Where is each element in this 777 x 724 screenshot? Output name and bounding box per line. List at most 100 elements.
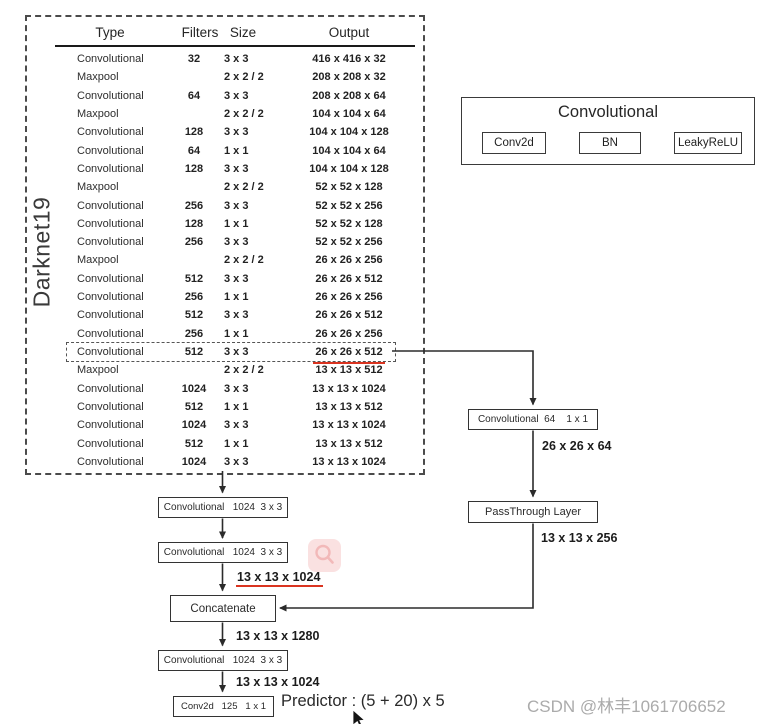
layer-type: Convolutional [77, 272, 144, 285]
layer-output: 26 x 26 x 512 [289, 343, 409, 365]
table-row: Convolutional 512 3 x 3 26 x 26 x 512 [27, 270, 423, 288]
legend-conv2d-box: Conv2d [482, 132, 546, 154]
layer-type: Convolutional [77, 236, 144, 249]
table-row: Convolutional 512 1 x 1 13 x 13 x 512 [27, 435, 423, 453]
table-row: Convolutional 256 1 x 1 26 x 26 x 256 [27, 288, 423, 306]
layer-output: 13 x 13 x 1024 [312, 455, 386, 468]
layer-type: Convolutional [77, 217, 144, 230]
darknet19-label: Darknet19 [28, 196, 55, 308]
dim-label-26x26x64: 26 x 26 x 64 [542, 439, 612, 453]
layer-filters: 512 [184, 346, 204, 358]
layer-filters: 64 [187, 144, 201, 157]
layer-size: 2 x 2 / 2 [224, 107, 264, 120]
layer-output: 104 x 104 x 128 [309, 162, 389, 175]
layer-output: 13 x 13 x 512 [315, 400, 383, 413]
passthrough-layer-box: PassThrough Layer [468, 501, 598, 523]
layer-type: Convolutional [77, 162, 144, 175]
table-row: Maxpool 2 x 2 / 2 208 x 208 x 32 [27, 68, 423, 86]
layer-output: 26 x 26 x 256 [315, 291, 383, 304]
conv-1024-3x3-box-1: Convolutional 1024 3 x 3 [158, 497, 288, 518]
layer-type: Convolutional [77, 419, 144, 432]
layer-output: 416 x 416 x 32 [312, 53, 386, 65]
layer-rows: Convolutional 32 3 x 3 416 x 416 x 32 Ma… [27, 50, 423, 471]
layer-size: 2 x 2 / 2 [224, 71, 264, 84]
table-row: Convolutional 256 1 x 1 26 x 26 x 256 [27, 325, 423, 343]
layer-type: Convolutional [77, 291, 144, 304]
layer-size: 1 x 1 [224, 327, 249, 340]
layer-output: 208 x 208 x 64 [312, 89, 386, 102]
layer-filters: 512 [184, 272, 204, 285]
table-row: Convolutional 64 3 x 3 208 x 208 x 64 [27, 87, 423, 105]
table-row: Convolutional 512 3 x 3 26 x 26 x 512 [27, 341, 423, 365]
layer-type: Convolutional [77, 53, 144, 65]
layer-size: 3 x 3 [224, 199, 249, 212]
convolutional-legend-box: Convolutional Conv2d BN LeakyReLU [461, 97, 755, 165]
layer-filters: 512 [184, 437, 204, 450]
layer-filters: 256 [184, 327, 204, 340]
table-row: Convolutional 1024 3 x 3 13 x 13 x 1024 [27, 453, 423, 471]
layer-filters: 1024 [181, 382, 207, 395]
layer-size: 3 x 3 [224, 126, 249, 139]
conv-1024-3x3-box-3: Convolutional 1024 3 x 3 [158, 650, 288, 671]
layer-filters [164, 361, 224, 379]
layer-type: Maxpool [77, 364, 119, 377]
layer-type: Convolutional [77, 346, 144, 358]
layer-type: Maxpool [77, 107, 119, 120]
layer-type: Maxpool [77, 181, 119, 194]
layer-size: 3 x 3 [224, 89, 249, 102]
layer-filters: 128 [184, 126, 204, 139]
table-row: Convolutional 256 3 x 3 52 x 52 x 256 [27, 233, 423, 251]
layer-filters: 1024 [181, 419, 207, 432]
layer-type: Convolutional [77, 309, 144, 322]
layer-filters: 512 [184, 309, 204, 322]
layer-filters: 256 [184, 236, 204, 249]
table-row: Convolutional 1024 3 x 3 13 x 13 x 1024 [27, 416, 423, 434]
layer-output: 104 x 104 x 64 [312, 144, 386, 157]
conv2d-125-1x1-box: Conv2d 125 1 x 1 [173, 696, 274, 717]
conv-64-1x1-box: Convolutional 64 1 x 1 [468, 409, 598, 430]
conv-1024-3x3-box-2: Convolutional 1024 3 x 3 [158, 542, 288, 563]
layer-size: 3 x 3 [224, 53, 249, 65]
layer-size: 3 x 3 [224, 309, 249, 322]
layer-type: Convolutional [77, 199, 144, 212]
layer-size: 2 x 2 / 2 [224, 254, 264, 267]
layer-filters: 1024 [181, 455, 207, 468]
table-row: Maxpool 2 x 2 / 2 104 x 104 x 64 [27, 105, 423, 123]
dim-label-13x13x256: 13 x 13 x 256 [541, 531, 618, 545]
legend-title: Convolutional [558, 103, 658, 121]
layer-size: 3 x 3 [224, 162, 249, 175]
layer-size: 3 x 3 [224, 455, 249, 468]
predictor-label: Predictor : (5 + 20) x 5 [281, 692, 445, 710]
column-header-size: Size [229, 25, 257, 40]
layer-filters: 512 [184, 400, 204, 413]
layer-type: Convolutional [77, 382, 144, 395]
layer-size: 1 x 1 [224, 144, 249, 157]
layer-filters [164, 178, 224, 196]
layer-output: 52 x 52 x 256 [315, 199, 383, 212]
layer-output: 104 x 104 x 128 [309, 126, 389, 139]
layer-size: 3 x 3 [224, 346, 249, 358]
table-row: Convolutional 64 1 x 1 104 x 104 x 64 [27, 142, 423, 160]
layer-type: Convolutional [77, 89, 144, 102]
layer-filters: 128 [184, 217, 204, 230]
column-header-filters: Filters [181, 25, 219, 40]
layer-filters: 256 [184, 291, 204, 304]
legend-leakyrelu-box: LeakyReLU [674, 132, 742, 154]
table-row: Convolutional 256 3 x 3 52 x 52 x 256 [27, 197, 423, 215]
layer-type: Convolutional [77, 144, 144, 157]
layer-filters: 64 [187, 89, 201, 102]
layer-size: 3 x 3 [224, 272, 249, 285]
layer-size: 3 x 3 [224, 236, 249, 249]
table-row: Convolutional 512 3 x 3 26 x 26 x 512 [27, 306, 423, 324]
layer-output: 52 x 52 x 128 [315, 217, 383, 230]
table-row: Convolutional 32 3 x 3 416 x 416 x 32 [27, 50, 423, 68]
table-row: Maxpool 2 x 2 / 2 52 x 52 x 128 [27, 178, 423, 196]
layer-size: 1 x 1 [224, 217, 249, 230]
table-row: Maxpool 2 x 2 / 2 13 x 13 x 512 [27, 361, 423, 379]
layer-output: 26 x 26 x 512 [315, 272, 383, 285]
layer-size: 2 x 2 / 2 [224, 364, 264, 377]
legend-bn-box: BN [579, 132, 641, 154]
layer-filters: 256 [184, 199, 204, 212]
layer-filters [164, 105, 224, 123]
